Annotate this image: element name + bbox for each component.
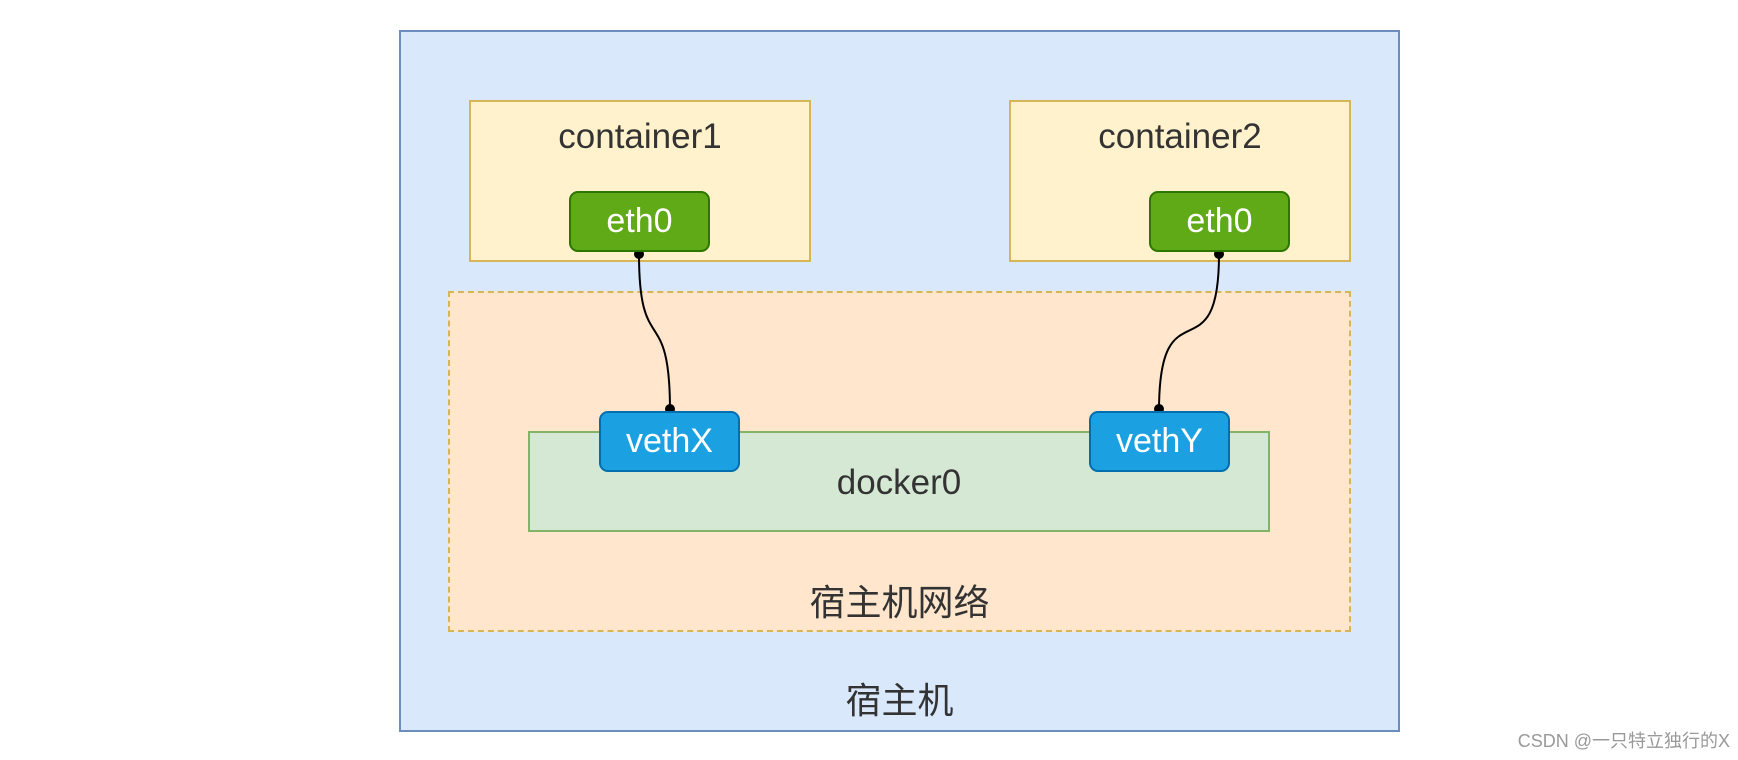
watermark-text: CSDN @一只特立独行的X — [1517, 731, 1730, 751]
container1-label: container1 — [558, 117, 722, 156]
host-label: 宿主机 — [845, 680, 954, 721]
host-network-label: 宿主机网络 — [809, 582, 990, 623]
vethY-node: vethY — [1089, 411, 1230, 472]
container2-eth0-node: eth0 — [1149, 191, 1290, 252]
vethX-node: vethX — [599, 411, 740, 472]
container2-label: container2 — [1098, 117, 1262, 156]
docker0-label: docker0 — [836, 463, 962, 502]
container1-eth0-node: eth0 — [569, 191, 710, 252]
